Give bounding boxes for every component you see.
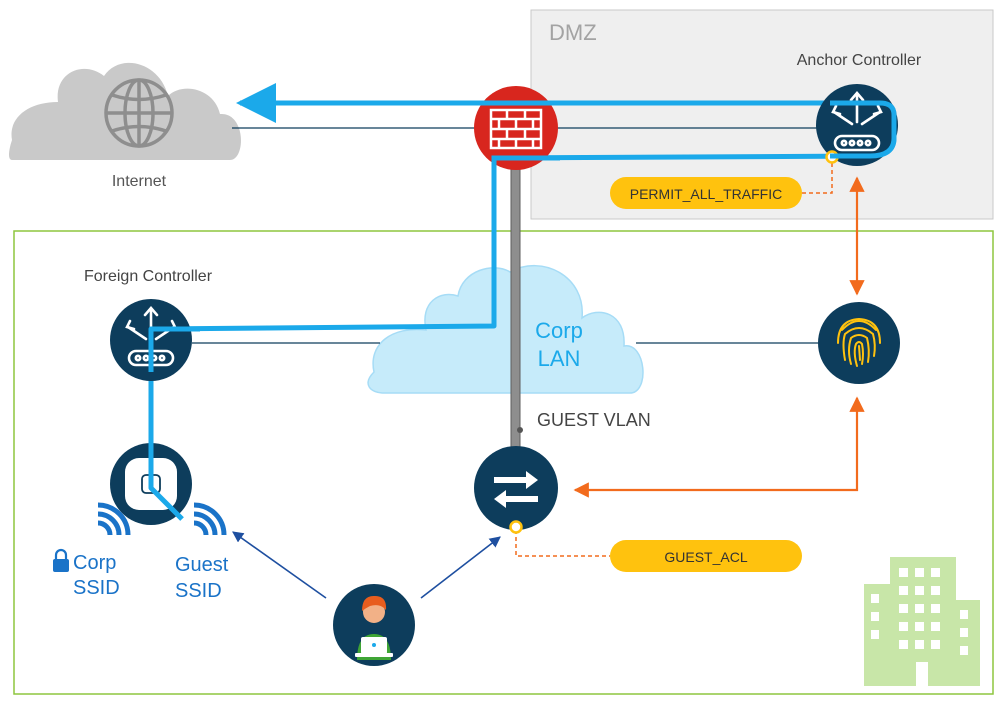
auth-links [573,176,865,498]
permit-all-traffic-label: PERMIT_ALL_TRAFFIC [630,186,782,202]
dmz-label: DMZ [549,20,597,45]
lock-icon [53,548,69,572]
corp-lan-line2: LAN [538,346,581,371]
permit-all-traffic-acl: PERMIT_ALL_TRAFFIC [610,177,802,209]
corp-ssid-line1: Corp [73,552,116,574]
globe-icon [104,78,174,148]
guest-acl: GUEST_ACL [610,540,802,572]
guest-vlan-label: GUEST VLAN [537,410,651,430]
building-icon [864,557,980,686]
guest-acl-label: GUEST_ACL [664,549,747,565]
corp-ssid-line2: SSID [73,577,120,599]
campus-site-zone [13,230,994,695]
wired-links [192,127,818,344]
corp-ssid-wifi-icon [97,502,131,536]
switch-acl-point [509,520,523,534]
acl-leaders [515,163,833,557]
corp-lan-line1: Corp [535,318,583,343]
access-switch-node [474,446,558,530]
user-laptop-icon [355,595,393,660]
client-links [232,531,501,599]
guest-user-node [333,584,415,666]
firewall-node [474,86,558,170]
internet-cloud [9,62,241,160]
wlan-controller-icon [831,91,883,152]
anchor-controller-label: Anchor Controller [797,52,922,69]
guest-ssid-wifi-icon [193,502,227,536]
guest-tunnel-ap-segment [148,420,184,521]
guest-vlan-link [510,167,521,449]
internet-label: Internet [112,173,167,190]
guest-tunnel-anchor-loop [830,100,897,159]
guest-ssid-line2: SSID [175,580,222,602]
fingerprint-icon [837,317,881,367]
guest-tunnel-controller-segment [148,326,200,372]
firewall-icon [489,108,543,150]
corp-lan-cloud [367,264,644,394]
switch-arrows-icon [494,471,538,508]
guest-ssid-line1: Guest [175,554,229,576]
foreign-controller-label: Foreign Controller [84,268,213,285]
guest-vlan-marker [517,427,523,433]
guest-tunnel-firewall-segment [491,155,560,168]
ise-node [818,302,900,384]
